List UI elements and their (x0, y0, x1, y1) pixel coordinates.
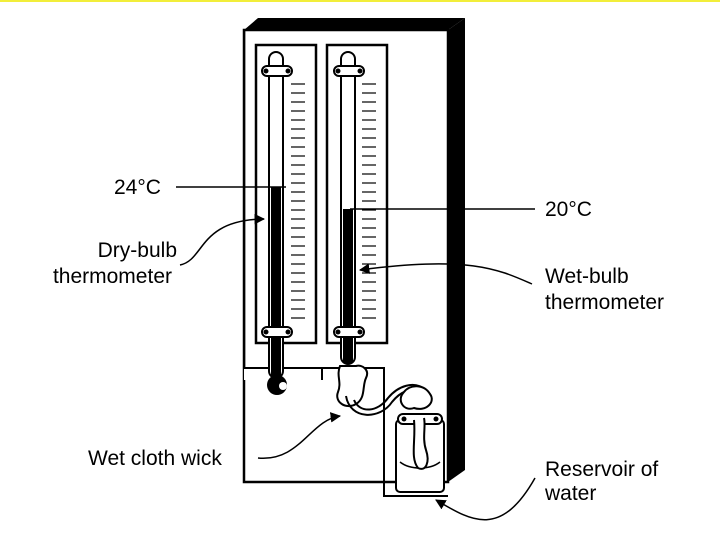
wet-bottom-clip (333, 326, 365, 338)
leader-lines (176, 186, 536, 521)
wet-scale-ticks (362, 83, 376, 319)
wet-cloth-wick (336, 364, 433, 416)
wet-top-clip (333, 65, 365, 77)
reservoir-jar (395, 413, 445, 493)
reservoir-label-line1: Reservoir of (545, 458, 658, 481)
wet-name-label-line1: Wet-bulb (545, 265, 629, 288)
wick-label: Wet cloth wick (88, 447, 222, 470)
wet-bulb-scale-plate (325, 43, 389, 345)
dry-name-label-line2: thermometer (53, 265, 172, 288)
wet-bulb-thermometer (333, 51, 365, 365)
dry-name-label-line1: Dry-bulb (98, 239, 177, 262)
dry-bulb-scale-plate (254, 43, 318, 345)
wet-name-label-line2: thermometer (545, 291, 664, 314)
reservoir-arrow (435, 477, 536, 521)
wet-name-arrow (358, 263, 533, 285)
dry-reading-label: 24°C (114, 176, 161, 199)
dry-scale-ticks (291, 83, 305, 319)
wick-arrow (257, 412, 342, 459)
dry-name-arrow (179, 213, 266, 266)
top-accent-line (0, 0, 720, 2)
reservoir-label-line2: water (544, 482, 596, 505)
dry-bulb-thermometer (261, 51, 293, 395)
dry-top-clip (261, 65, 293, 77)
wet-reading-label: 20°C (545, 198, 592, 221)
dry-bottom-clip (261, 326, 293, 338)
